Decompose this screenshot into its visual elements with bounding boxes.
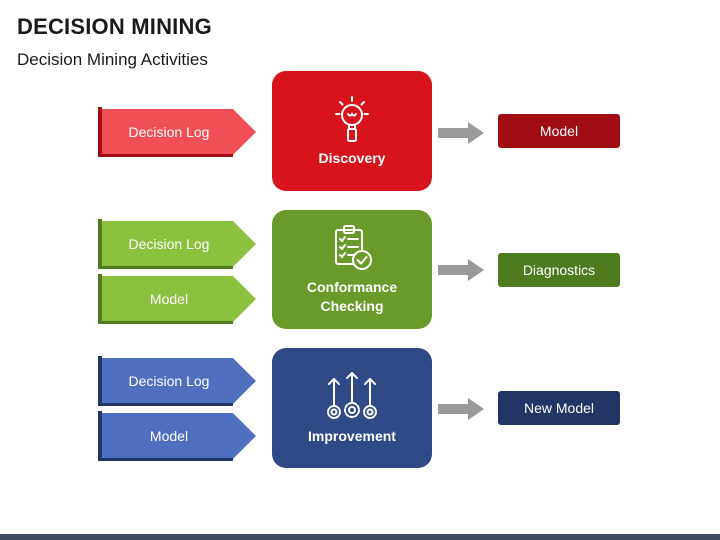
input-label: Model (102, 413, 256, 459)
page-subtitle: Decision Mining Activities (17, 50, 208, 69)
output-new-model: New Model (498, 391, 620, 425)
lightbulb-magnifier-icon (335, 95, 369, 142)
input-label: Decision Log (102, 109, 256, 155)
footer-bar (0, 534, 720, 540)
input-tag-decision-log: Decision Log (98, 219, 256, 269)
arrow-right-icon (438, 259, 484, 281)
conformance-checking-label: Conformance Checking (306, 278, 398, 314)
input-tag-model: Model (98, 411, 256, 461)
conformance-checking-box: Conformance Checking (272, 210, 432, 329)
input-label: Decision Log (102, 358, 256, 404)
output-model: Model (498, 114, 620, 148)
page-title: DECISION MINING (17, 14, 212, 39)
improvement-box: Improvement (272, 348, 432, 468)
input-label: Decision Log (102, 221, 256, 267)
input-tag-model: Model (98, 274, 256, 324)
input-tag-decision-log: Decision Log (98, 356, 256, 406)
input-tag-decision-log: Decision Log (98, 107, 256, 157)
discovery-box: Discovery (272, 71, 432, 191)
input-label: Model (102, 276, 256, 322)
discovery-label: Discovery (318, 149, 386, 166)
clipboard-checklist-icon (335, 224, 372, 270)
gears-arrows-up-icon (327, 371, 377, 419)
arrow-right-icon (438, 398, 484, 420)
output-diagnostics: Diagnostics (498, 253, 620, 287)
arrow-right-icon (438, 122, 484, 144)
improvement-label: Improvement (308, 427, 396, 444)
